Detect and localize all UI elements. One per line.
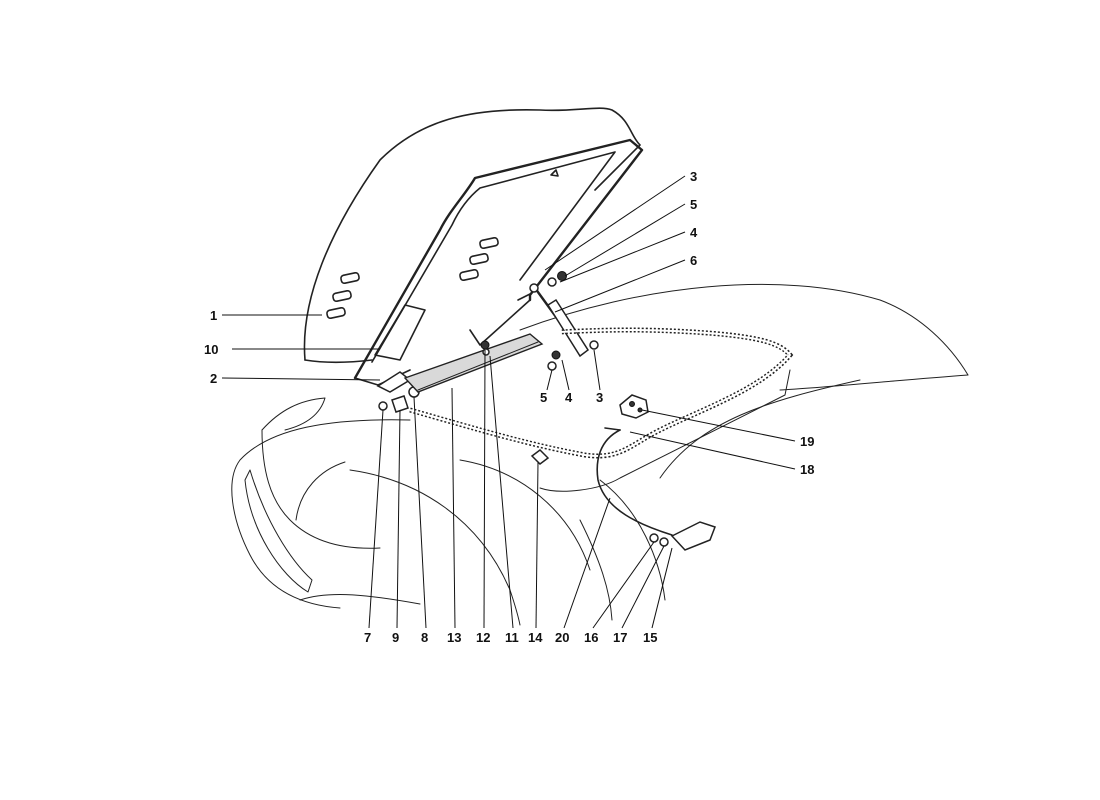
callout-14: 14 xyxy=(528,630,543,645)
callout-6: 6 xyxy=(690,253,697,268)
leader-lines xyxy=(221,175,796,629)
callout-5-top: 5 xyxy=(690,197,697,212)
callout-19: 19 xyxy=(800,434,814,449)
callout-15: 15 xyxy=(643,630,657,645)
callout-3-top: 3 xyxy=(690,169,697,184)
seal-18 xyxy=(409,327,794,459)
callout-7: 7 xyxy=(364,630,371,645)
hinge-assembly xyxy=(376,371,420,413)
callout-11: 11 xyxy=(505,630,519,645)
pad-13 xyxy=(403,333,544,393)
bonnet-lock xyxy=(619,394,649,419)
callout-13: 13 xyxy=(447,630,461,645)
clip-14 xyxy=(530,449,550,465)
callout-8: 8 xyxy=(421,630,428,645)
washer-7 xyxy=(378,401,388,411)
release-cable xyxy=(596,427,673,536)
callout-labels: 1 10 2 3 5 4 6 5 4 3 19 18 7 9 8 13 12 1… xyxy=(204,169,814,645)
callout-4-bottom: 4 xyxy=(565,390,573,405)
callout-2: 2 xyxy=(210,371,217,386)
fasteners xyxy=(547,271,567,371)
callout-1: 1 xyxy=(210,308,217,323)
callout-17: 17 xyxy=(613,630,627,645)
callout-16: 16 xyxy=(584,630,598,645)
callout-4-top: 4 xyxy=(690,225,698,240)
callout-3-bottom: 3 xyxy=(596,390,603,405)
callout-20: 20 xyxy=(555,630,569,645)
callout-18: 18 xyxy=(800,462,814,477)
bush-9 xyxy=(391,395,409,413)
callout-12: 12 xyxy=(476,630,490,645)
gas-strut xyxy=(517,283,599,358)
callout-5-bottom: 5 xyxy=(540,390,547,405)
callout-10: 10 xyxy=(204,342,218,357)
callout-9: 9 xyxy=(392,630,399,645)
release-handle xyxy=(649,521,716,551)
bonnet-lid xyxy=(303,107,644,386)
